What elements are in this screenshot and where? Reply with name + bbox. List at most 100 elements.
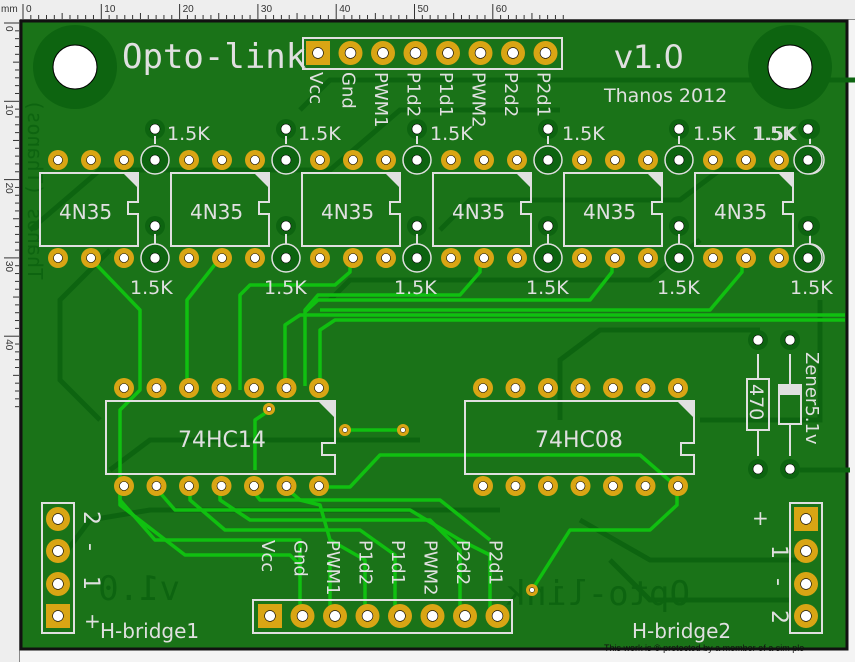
resistor-outline (140, 145, 170, 175)
pad-hole (264, 610, 276, 622)
via-hole[interactable] (673, 123, 685, 135)
via-hole[interactable] (542, 154, 554, 166)
via-hole[interactable] (802, 220, 814, 232)
top-header-pin-label-text: PWM2 (468, 72, 489, 128)
pad-hole (507, 47, 519, 59)
pad-hole (774, 155, 784, 165)
via-small-hole (342, 427, 348, 433)
hbridge2-pin-label-wrap: 2 (766, 610, 791, 624)
bottom-trace (700, 300, 823, 423)
top-header-pin-label-text: P2d1 (533, 72, 554, 117)
hbridge2-pin-label-wrap: 1 (766, 545, 791, 559)
optocoupler-label: 4N35 (583, 200, 636, 224)
ic-74hc08[interactable]: 74HC08 (464, 378, 695, 496)
via-hole[interactable] (411, 154, 423, 166)
via-hole[interactable] (673, 252, 685, 264)
bottom-header-pin-label: Vcc (257, 540, 278, 572)
via-hole[interactable] (411, 252, 423, 264)
ruler-y-label: 10 (3, 104, 14, 116)
pad-hole (478, 481, 488, 491)
pad-hole (510, 383, 521, 393)
bottom-trace (57, 248, 112, 422)
hbridge1-pin-label: + (84, 609, 101, 633)
pad-hole (52, 513, 64, 525)
via-small-hole (400, 427, 406, 433)
via-hole[interactable] (542, 220, 554, 232)
bottom-header-pin-label: Gnd (290, 540, 311, 577)
ruler-x-label: 0 (26, 4, 32, 15)
top-header-pin-label: Gnd (338, 72, 359, 109)
via-hole[interactable] (752, 334, 764, 346)
via-hole[interactable] (149, 123, 161, 135)
via-hole[interactable] (784, 463, 796, 475)
via-hole[interactable] (280, 252, 292, 264)
resistor-outline (533, 145, 563, 175)
via-hole[interactable] (149, 220, 161, 232)
pin1-marker (647, 173, 662, 188)
pad-hole (446, 155, 456, 165)
copyright-notice: This work is ® protected by a member of … (604, 643, 804, 653)
pad-hole (184, 383, 194, 393)
via-hole[interactable] (411, 220, 423, 232)
hbridge2-pin-label: - (766, 578, 791, 586)
top-trace (248, 485, 492, 542)
via-hole[interactable] (752, 463, 764, 475)
via-hole[interactable] (280, 123, 292, 135)
ic-74hc14[interactable]: 74HC14 (105, 378, 336, 496)
bottom-copper-layer (28, 77, 855, 603)
via-hole[interactable] (802, 123, 814, 135)
resistor-outline (271, 145, 301, 175)
via-hole[interactable] (673, 154, 685, 166)
via-hole[interactable] (784, 334, 796, 346)
hbridge1-connector[interactable]: 2-1+H-bridge1 (41, 502, 199, 643)
pad-hole (281, 383, 292, 393)
via-hole[interactable] (802, 154, 814, 166)
via-hole[interactable] (149, 252, 161, 264)
via-hole[interactable] (149, 154, 161, 166)
hbridge1-outline (41, 502, 75, 634)
bottom-header-pin-label-text: P1d2 (355, 540, 376, 585)
pad-hole (543, 481, 553, 491)
resistor-extra[interactable]: 1.5K (754, 119, 823, 273)
pad-hole (119, 155, 129, 165)
pad-hole (539, 47, 552, 59)
bottom-header-pin-label: PWM2 (420, 540, 441, 596)
via-hole[interactable] (542, 123, 554, 135)
resistor-label-bottom: 1.5K (526, 277, 569, 299)
via-hole[interactable] (280, 220, 292, 232)
hbridge1-pin-label: - (78, 543, 103, 551)
via-hole[interactable] (280, 154, 292, 166)
hbridge2-connector[interactable]: +1-2H-bridge2 (632, 502, 823, 643)
bottom-trace (578, 517, 800, 563)
resistor-label-top: 1.5K (430, 123, 473, 145)
pad-hole (608, 383, 618, 393)
via-hole[interactable] (542, 252, 554, 264)
via-hole[interactable] (411, 123, 423, 135)
ruler-y-label: 30 (3, 261, 14, 273)
bottom-header-pin-label: PWM1 (322, 540, 343, 596)
pad-hole (608, 481, 618, 491)
resistor-label-bottom: 1.5K (657, 277, 700, 299)
via-hole[interactable] (802, 252, 814, 264)
pad-hole (329, 610, 341, 622)
via-hole[interactable] (673, 220, 685, 232)
hbridge1-pin-label-wrap: 2 (78, 511, 103, 525)
pad-hole (409, 47, 422, 59)
pad-hole (381, 253, 391, 263)
resistor-outline (793, 145, 823, 175)
resistor-label-bottom: 1.5K (790, 277, 833, 299)
bottom-trace (557, 327, 760, 420)
pad-hole (381, 155, 391, 165)
pad-hole (479, 155, 489, 165)
pin1-marker (318, 401, 335, 418)
resistor-label-bottom: 1.5K (394, 277, 437, 299)
